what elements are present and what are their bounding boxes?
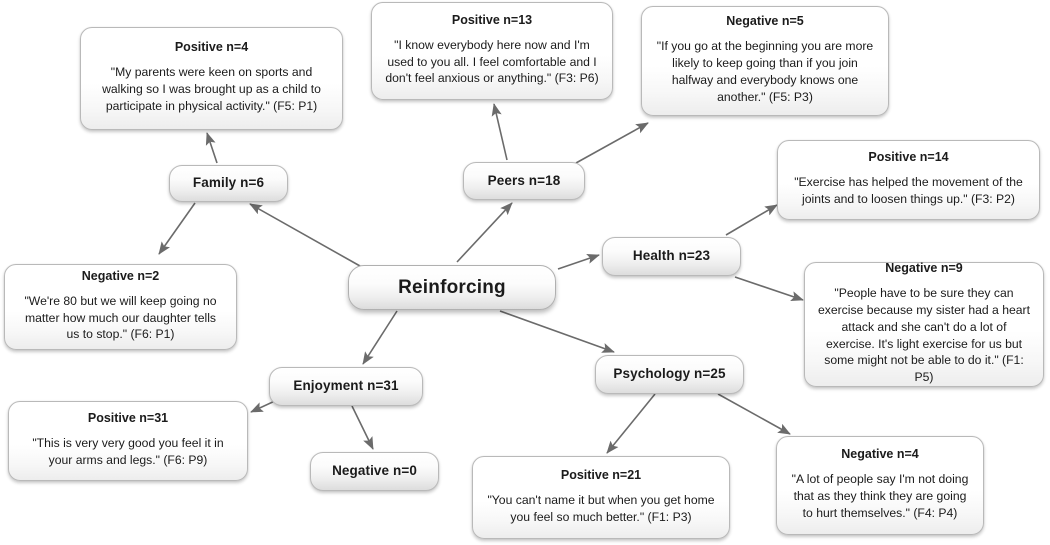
category-node-label: Enjoyment n=31 <box>293 378 399 394</box>
category-node-psychology[interactable]: Psychology n=25 <box>595 355 744 394</box>
quote-heading: Negative n=9 <box>885 261 963 276</box>
quote-box-family-negative[interactable]: Negative n=2 "We're 80 but we will keep g… <box>4 264 237 350</box>
category-node-health[interactable]: Health n=23 <box>602 237 741 276</box>
edge-enjoyment-to-negzero <box>351 405 374 450</box>
category-node-label: Family n=6 <box>192 175 265 191</box>
edge-family-to-family-negative <box>158 202 196 255</box>
edge-health-to-health-negative <box>734 276 804 302</box>
edge-peers-to-peers-negative <box>575 122 649 164</box>
quote-heading: Positive n=13 <box>451 12 533 27</box>
category-node-peers[interactable]: Peers n=18 <box>463 162 585 200</box>
quote-text: "This is very very good you feel it in y… <box>32 436 224 467</box>
quote-box-psychology-negative[interactable]: Negative n=4 "A lot of people say I'm not… <box>776 436 984 535</box>
quote-text: "People have to be sure they can exercis… <box>817 286 1031 385</box>
edge-root-to-enjoyment <box>362 310 398 365</box>
quote-heading: Negative n=4 <box>841 447 919 462</box>
quote-box-peers-negative[interactable]: Negative n=5 "If you go at the beginning … <box>641 6 889 116</box>
edge-root-to-health <box>557 253 600 270</box>
edge-health-to-health-positive <box>725 204 778 236</box>
quote-heading: Positive n=21 <box>560 467 642 482</box>
category-node-negzero[interactable]: Negative n=0 <box>310 452 439 491</box>
edge-root-to-family <box>249 203 361 267</box>
quote-text: "You can't name it but when you get home… <box>487 492 715 524</box>
quote-box-family-positive[interactable]: Positive n=4 "My parents were keen on spo… <box>80 27 343 130</box>
quote-heading: Positive n=14 <box>868 150 949 165</box>
quote-text: "A lot of people say I'm not doing that … <box>791 472 969 520</box>
quote-text: "I know everybody here now and I'm used … <box>385 37 599 86</box>
root-node-reinforcing[interactable]: Reinforcing <box>348 265 556 310</box>
category-node-label: Health n=23 <box>632 248 711 264</box>
quote-text: "Exercise has helped the movement of the… <box>794 175 1023 206</box>
category-node-enjoyment[interactable]: Enjoyment n=31 <box>269 367 423 406</box>
quote-text: "If you go at the beginning you are more… <box>656 39 874 104</box>
quote-box-health-negative[interactable]: Negative n=9 "People have to be sure they… <box>804 261 1044 387</box>
quote-box-peers-positive[interactable]: Positive n=13 "I know everybody here now … <box>371 2 613 100</box>
quote-text: "My parents were keen on sports and walk… <box>102 65 321 113</box>
category-node-family[interactable]: Family n=6 <box>169 165 288 202</box>
edge-root-to-psychology <box>499 310 615 353</box>
category-node-label: Peers n=18 <box>487 172 561 188</box>
edge-psychology-to-psychology-positive <box>606 393 656 454</box>
edge-root-to-peers <box>456 202 513 263</box>
category-node-label: Negative n=0 <box>332 463 417 479</box>
quote-text: "We're 80 but we will keep going no matt… <box>24 293 217 342</box>
category-node-label: Psychology n=25 <box>613 366 726 382</box>
edge-psychology-to-psychology-negative <box>717 393 791 435</box>
quote-heading: Negative n=2 <box>81 268 160 283</box>
edge-family-to-family-positive <box>205 132 218 164</box>
quote-heading: Positive n=31 <box>87 411 169 426</box>
quote-heading: Negative n=5 <box>726 14 804 29</box>
quote-box-enjoyment-positive[interactable]: Positive n=31 "This is very very good you… <box>8 401 248 481</box>
root-node-label: Reinforcing <box>398 276 506 298</box>
quote-box-health-positive[interactable]: Positive n=14 "Exercise has helped the mo… <box>777 140 1040 220</box>
quote-box-psychology-positive[interactable]: Positive n=21 "You can't name it but when… <box>472 456 730 539</box>
quote-heading: Positive n=4 <box>174 40 249 55</box>
edge-peers-to-peers-positive <box>491 103 508 161</box>
